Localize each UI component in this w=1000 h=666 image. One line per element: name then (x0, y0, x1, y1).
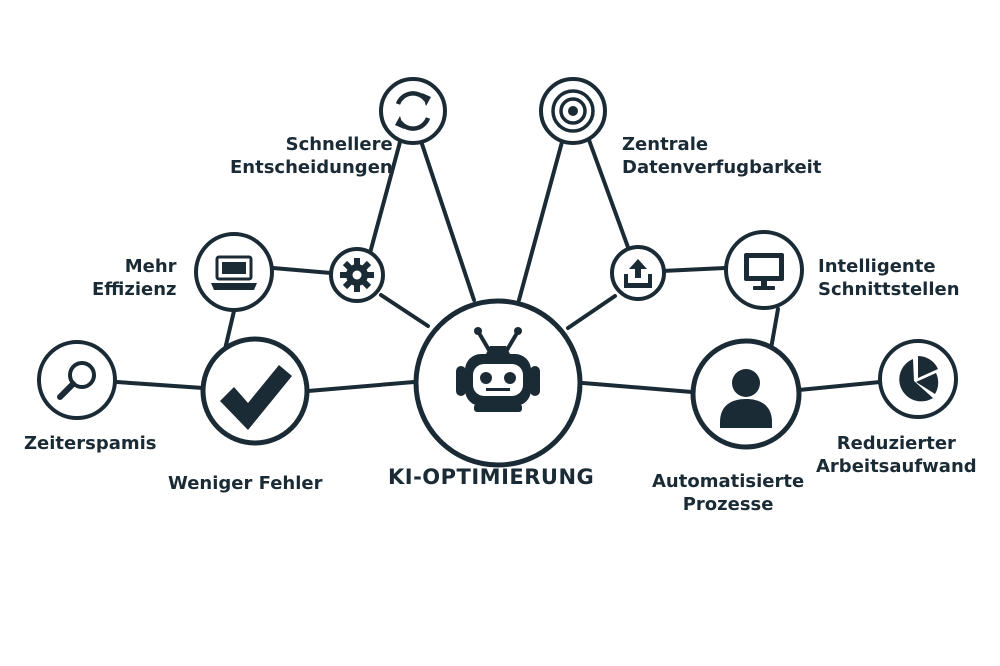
pie-node-circle (878, 339, 958, 419)
label-line: Prozesse (682, 494, 774, 515)
robot-icon (456, 327, 540, 412)
edge-gear-refresh (368, 140, 402, 255)
edge-upload-monitor (660, 266, 727, 273)
label-line: Zentrale (622, 134, 709, 155)
label-line: Schnittstellen (818, 279, 960, 300)
pie-chart-icon (899, 356, 939, 402)
edge-person-pie (797, 380, 882, 392)
label-reduzierter-arbeitsaufwand: Reduzierter Arbeitsaufwand (816, 432, 977, 478)
edge-center-check (306, 380, 416, 393)
label-zentrale-datenverfuegbarkeit: Zentrale Datenverfugbarkeit (622, 133, 821, 179)
edge-target-upload (587, 138, 631, 252)
label-line: Arbeitsaufwand (816, 456, 977, 477)
label-line: Effizienz (92, 279, 177, 300)
person-icon (720, 369, 772, 428)
edge-upload-center (566, 294, 617, 330)
connector-lines (115, 138, 882, 394)
refresh-icon (395, 91, 431, 131)
edge-target-center (517, 140, 564, 302)
magnifier-node-circle (37, 340, 117, 420)
label-line: Entscheidungen (230, 157, 393, 178)
edge-gear-center (379, 293, 430, 328)
edge-refresh-center (420, 142, 476, 302)
gear-icon (340, 258, 374, 292)
label-line: Zeiterspamis (24, 433, 157, 454)
label-line: Weniger Fehler (168, 473, 323, 494)
center-label: KI-OPTIMIERUNG (388, 465, 595, 489)
label-weniger-fehler: Weniger Fehler (168, 472, 323, 495)
check-node-circle (200, 336, 310, 446)
label-line: Automatisierte (652, 471, 805, 492)
label-automatisierte-prozesse: Automatisierte Prozesse (652, 470, 804, 516)
label-line: Intelligente (818, 256, 936, 277)
edge-check-magnifier (115, 380, 205, 390)
label-schnellere-entscheidungen: Schnellere Entscheidungen (230, 133, 393, 179)
label-mehr-effizienz: Mehr Effizienz (92, 255, 177, 301)
checkmark-icon (220, 365, 292, 430)
upload-tray-icon (624, 259, 652, 288)
monitor-icon (744, 253, 784, 290)
label-zeitersparnis: Zeiterspamis (24, 432, 157, 455)
target-icon (551, 89, 595, 133)
label-line: Schnellere (285, 134, 393, 155)
label-intelligente-schnittstellen: Intelligente Schnittstellen (818, 255, 960, 301)
refresh-node-circle (379, 77, 447, 145)
label-line: Mehr (124, 256, 177, 277)
edge-laptop-gear (271, 266, 333, 275)
edge-center-person (581, 381, 694, 394)
label-line: Reduzierter (836, 433, 956, 454)
magnifier-icon (57, 361, 96, 400)
laptop-icon (211, 255, 257, 290)
label-line: Datenverfugbarkeit (622, 157, 822, 178)
